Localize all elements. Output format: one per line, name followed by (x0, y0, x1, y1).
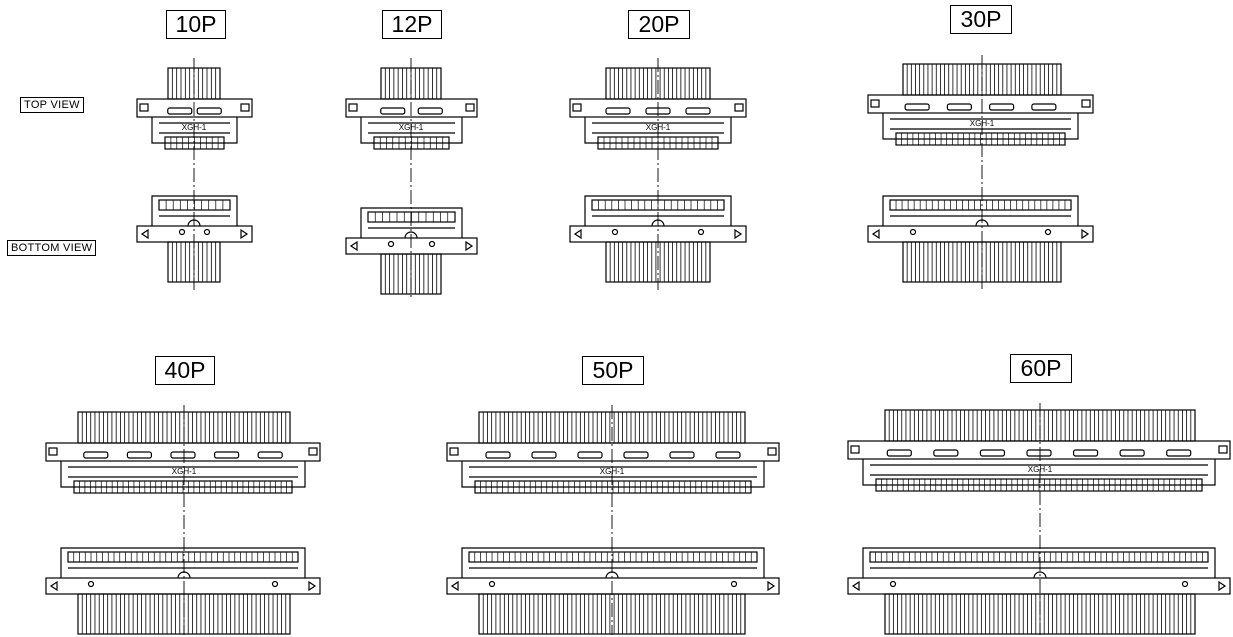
bottom-cable (605, 241, 711, 283)
connector-label-10p: 10P (166, 10, 226, 39)
connector-20p: XGH-1 (569, 58, 747, 290)
top-cable (380, 67, 442, 100)
top-cable (77, 411, 291, 444)
bottom-cable (380, 253, 442, 295)
top-view-label: TOP VIEW (20, 97, 84, 113)
connector-40p: XGH-1 (45, 405, 321, 635)
connector-label-12p: 12P (382, 10, 442, 39)
bottom-cable (884, 593, 1196, 635)
top-contact-row (164, 136, 225, 150)
part-marking: XGH-1 (1028, 465, 1053, 474)
top-contact-row (474, 480, 752, 494)
connector-label-60p: 60P (1010, 354, 1072, 383)
connector-30p: XGH-1 (867, 55, 1094, 290)
connector-60p: XGH-1 (847, 403, 1231, 635)
part-marking: XGH-1 (600, 467, 625, 476)
top-contact-row (875, 478, 1203, 492)
top-cable (884, 409, 1196, 442)
bottom-cable (902, 241, 1062, 283)
bottom-contact-row (73, 552, 293, 562)
top-cable (902, 63, 1062, 96)
bottom-contact-row (165, 200, 224, 210)
bottom-cable (77, 593, 291, 635)
part-marking: XGH-1 (172, 467, 197, 476)
top-contact-row (73, 480, 293, 494)
top-cable (605, 67, 711, 100)
part-marking: XGH-1 (399, 123, 424, 132)
connector-label-40p: 40P (155, 356, 215, 385)
top-contact-row (597, 136, 719, 150)
bottom-view-label: BOTTOM VIEW (7, 240, 97, 256)
part-marking: XGH-1 (646, 123, 671, 132)
bottom-cable (167, 241, 221, 283)
connector-label-50p: 50P (582, 356, 644, 385)
top-housing (847, 440, 1231, 486)
bottom-contact-row (598, 200, 718, 210)
connector-label-30p: 30P (950, 5, 1012, 34)
bottom-contact-row (895, 200, 1066, 210)
connector-label-20p: 20P (628, 10, 690, 39)
part-marking: XGH-1 (182, 123, 207, 132)
top-housing (45, 442, 321, 488)
top-contact-row (895, 132, 1066, 146)
part-marking: XGH-1 (970, 119, 995, 128)
top-housing (345, 98, 478, 144)
top-contact-row (373, 136, 450, 150)
connector-12p: XGH-1 (345, 58, 478, 300)
top-housing (446, 442, 780, 488)
bottom-contact-row (374, 212, 449, 222)
bottom-contact-row (875, 552, 1203, 562)
top-cable (167, 67, 221, 100)
bottom-housing (136, 195, 253, 243)
connector-50p: XGH-1 (446, 405, 780, 635)
bottom-contact-row (474, 552, 752, 562)
top-housing (136, 98, 253, 144)
connector-10p: XGH-1 (136, 58, 253, 290)
bottom-cable (478, 593, 746, 635)
top-housing (867, 94, 1094, 140)
top-cable (478, 411, 746, 444)
